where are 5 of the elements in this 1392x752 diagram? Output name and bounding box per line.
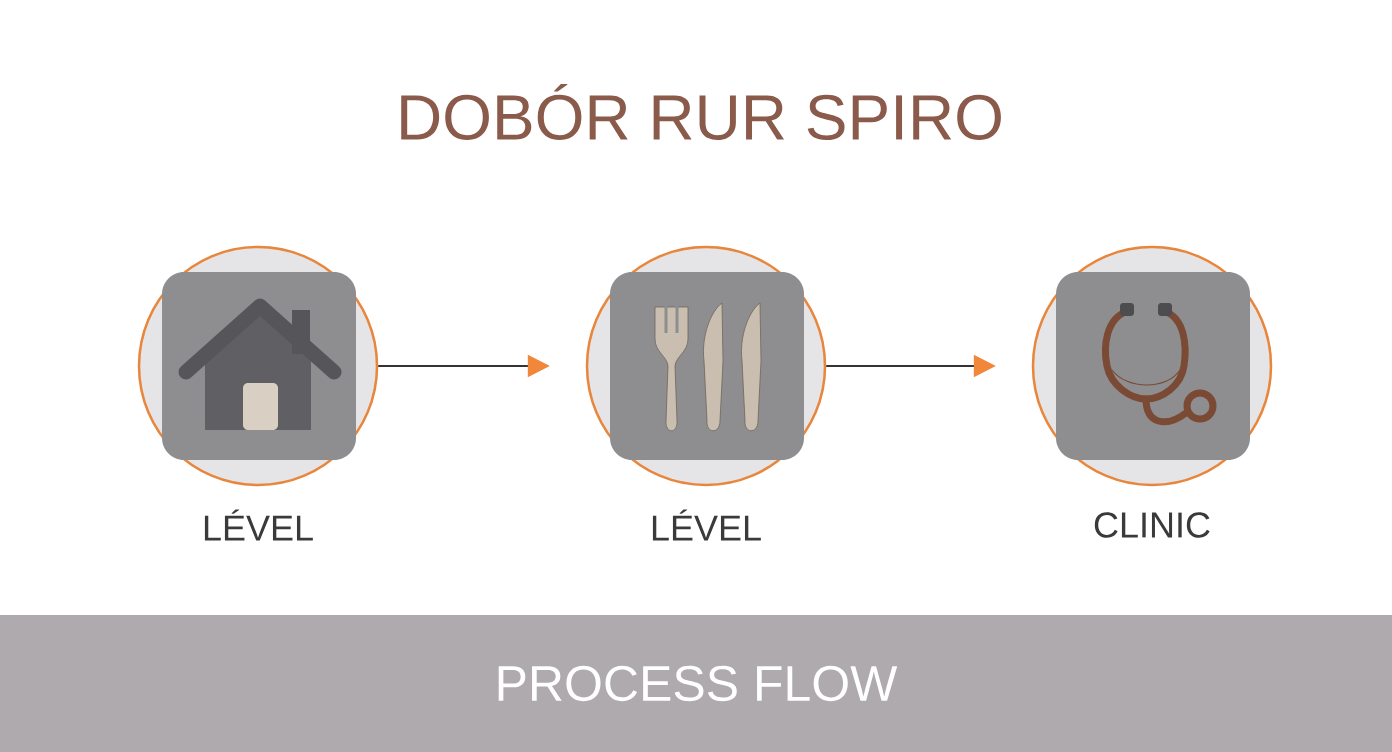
step-label: CLINIC <box>1094 512 1210 538</box>
step-label: LÉVEL <box>204 509 313 541</box>
step-label: LÉVEL <box>652 509 761 541</box>
title: DOBÓR RUR SPIRO <box>401 83 1001 141</box>
footer-band: PROCESS FLOW <box>0 615 1392 752</box>
